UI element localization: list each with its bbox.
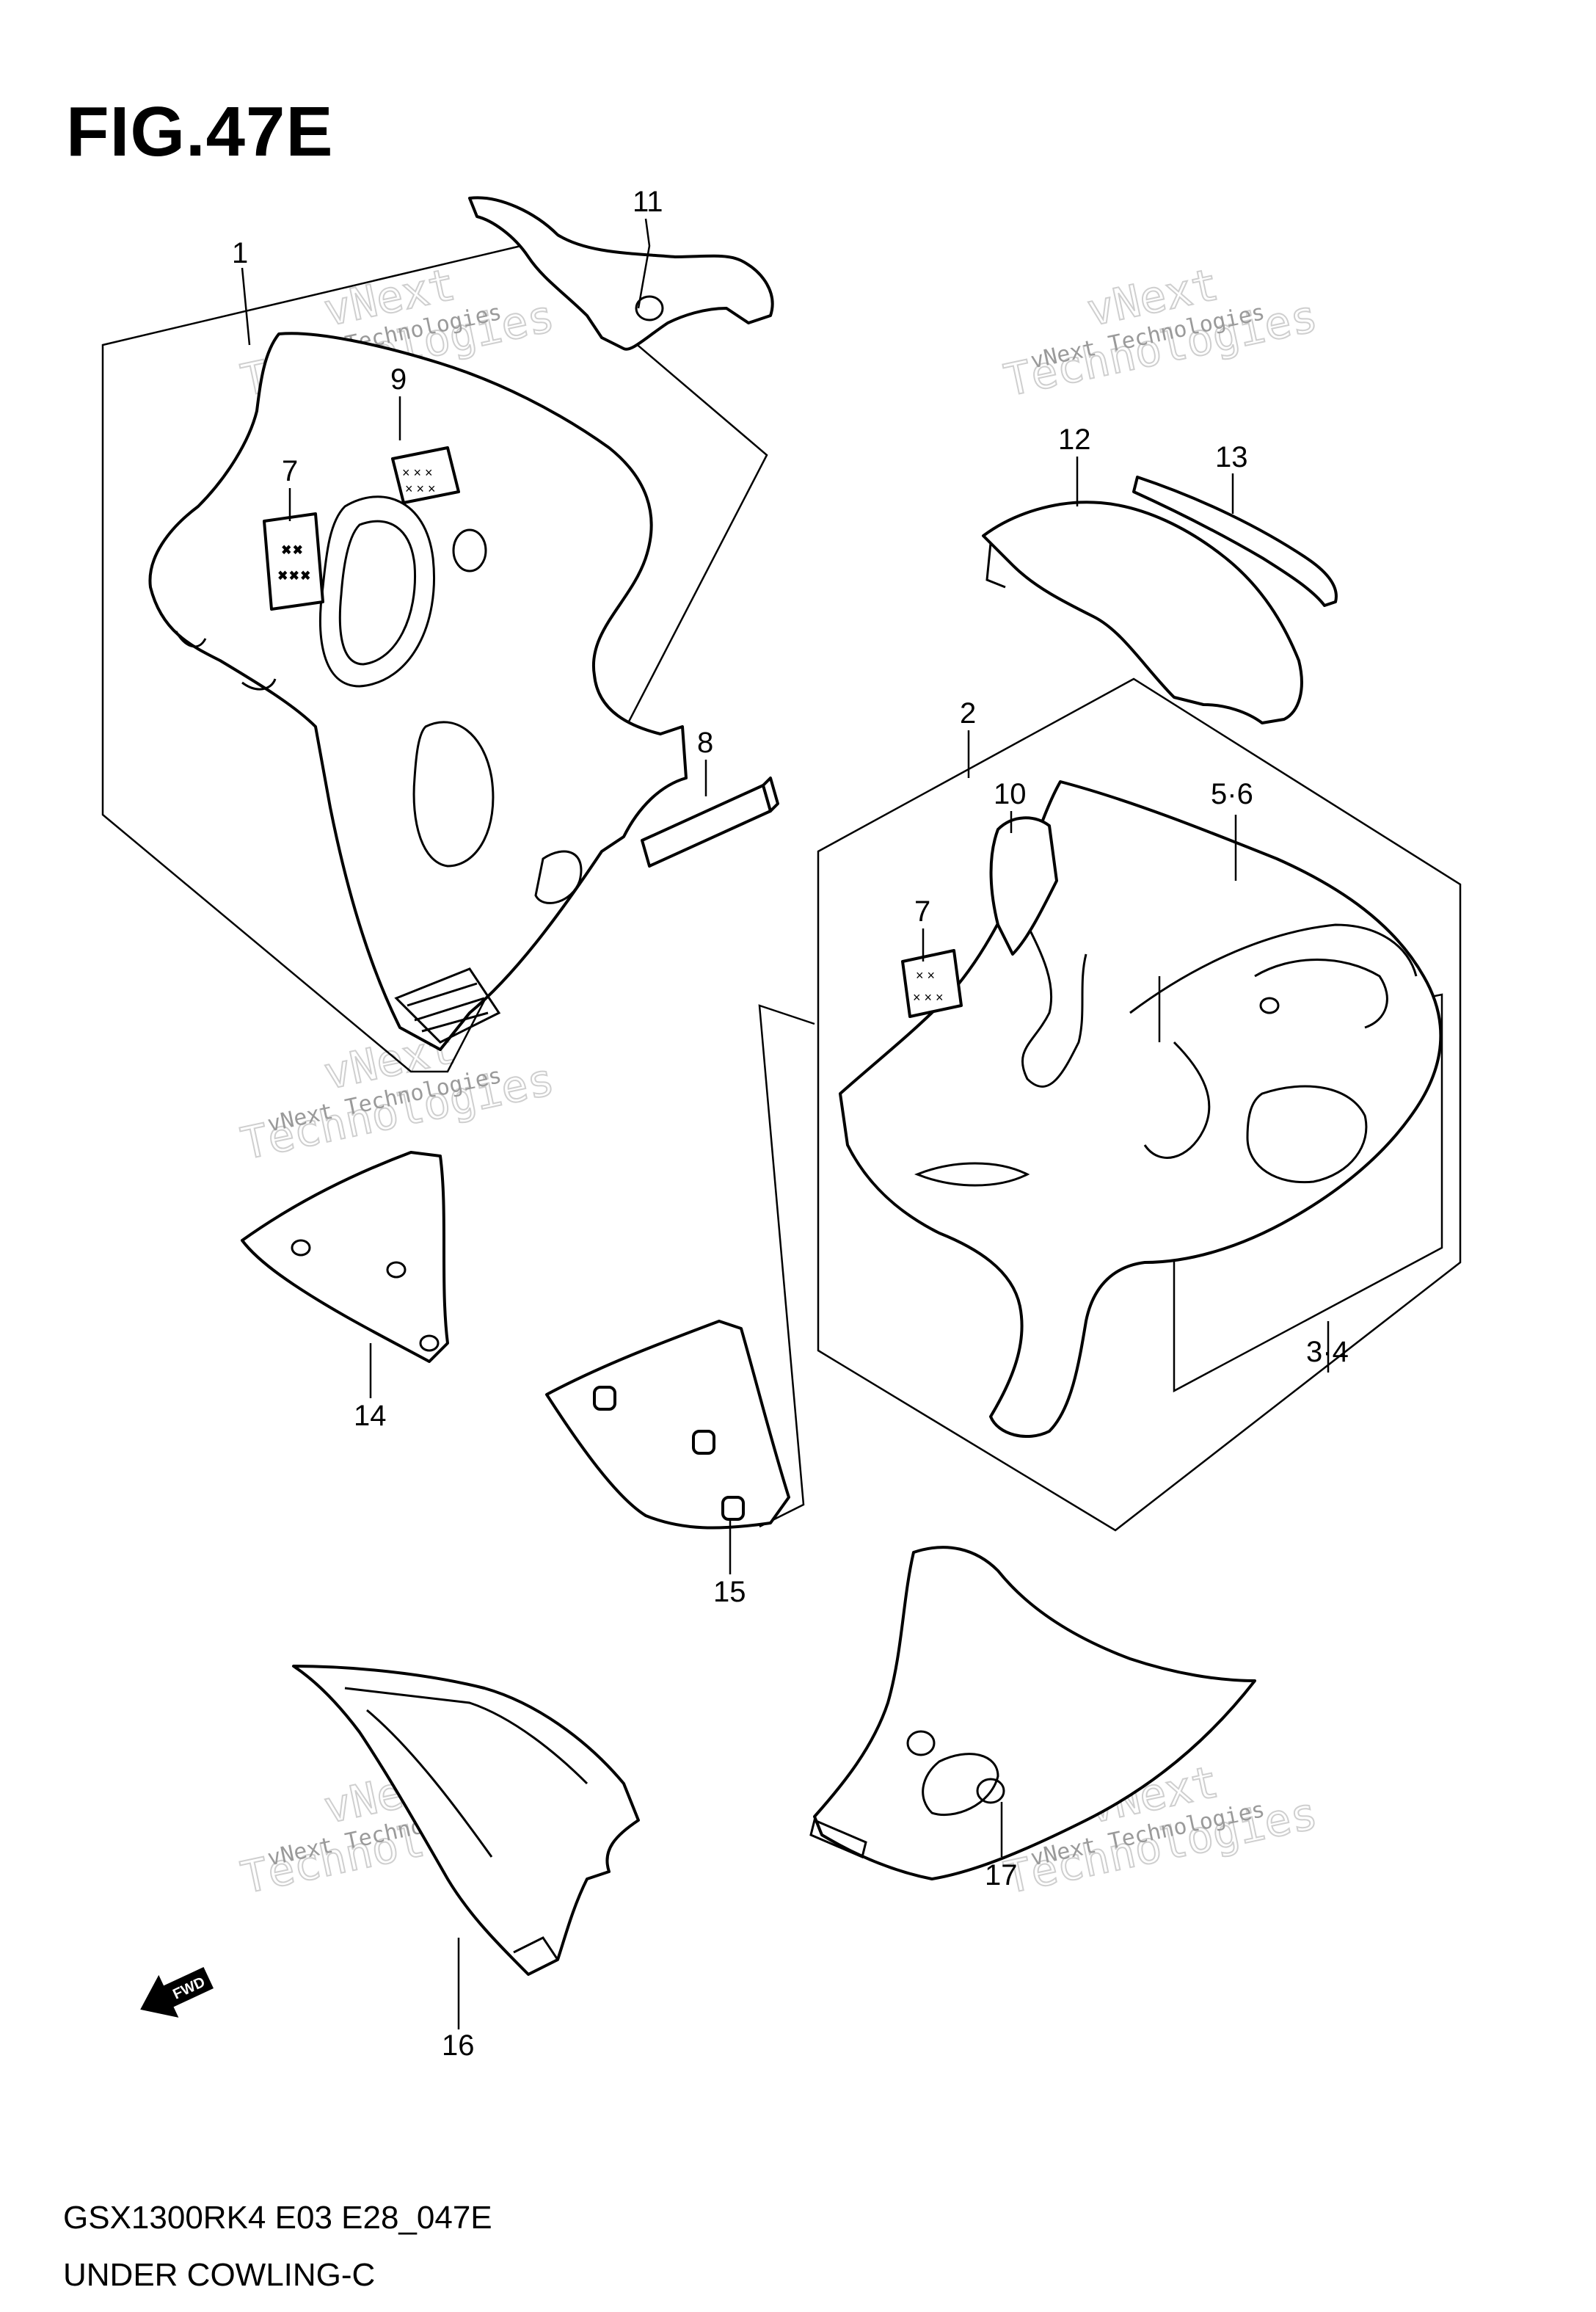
- figure-title: FIG.47E: [66, 92, 334, 171]
- part-16-lower-panel: [292, 1665, 640, 1976]
- watermark-2: vNext Technologies vNext Technologies: [999, 258, 1323, 408]
- svg-text:× × ×: × × ×: [279, 568, 310, 583]
- svg-text:× × ×: × × ×: [402, 465, 433, 480]
- section-title: UNDER COWLING-C: [63, 2257, 376, 2293]
- callout-13: 13: [1215, 441, 1248, 473]
- svg-text:× × ×: × × ×: [405, 481, 436, 496]
- model-code: GSX1300RK4 E03 E28_047E: [63, 2200, 492, 2236]
- svg-text:× ×: × ×: [916, 968, 935, 983]
- callout-15: 15: [713, 1576, 746, 1608]
- part-17-belly-pan: [809, 1546, 1256, 1880]
- callout-12: 12: [1058, 423, 1091, 456]
- watermark-3: vNext Technologies vNext Technologies: [236, 1022, 560, 1171]
- callout-9: 9: [390, 363, 407, 396]
- callout-17: 17: [985, 1859, 1018, 1891]
- callout-56: 5·6: [1211, 778, 1253, 810]
- fwd-arrow-icon: FWD: [140, 1967, 214, 2018]
- part-11-bracket: [468, 196, 774, 351]
- callout-16: 16: [442, 2029, 475, 2062]
- callout-11: 11: [633, 186, 663, 218]
- part-1-under-cowling-left: [148, 332, 688, 1051]
- decal-7-left: × × × × ×: [263, 512, 324, 611]
- assembly-box-2: [817, 677, 1462, 1532]
- callout-8: 8: [697, 727, 713, 759]
- decal-9: × × × × × ×: [391, 446, 460, 504]
- part-10-piece: [989, 816, 1058, 956]
- callout-34: 3·4: [1306, 1336, 1349, 1368]
- callouts: 1 11 9 7 8 2 10 5·6 12 13 7 14 15 16 17 …: [232, 186, 1349, 2062]
- callout-14: 14: [354, 1400, 387, 1432]
- decal-7-right: × × × × ×: [901, 949, 963, 1018]
- bracket-line-15: [758, 1004, 815, 1528]
- part-13-strip: [1132, 476, 1338, 607]
- svg-text:× × ×: × × ×: [913, 990, 944, 1005]
- leader-lines: [241, 218, 1330, 2029]
- callout-7b: 7: [914, 895, 930, 928]
- svg-text:× ×: × ×: [283, 542, 302, 557]
- callout-10: 10: [994, 778, 1027, 810]
- part-12-inner-panel: [982, 501, 1303, 724]
- callout-2: 2: [960, 697, 976, 730]
- callout-1: 1: [232, 237, 248, 269]
- part-14-panel: [241, 1151, 449, 1363]
- part-8-block: [641, 777, 779, 868]
- part-2-under-cowling-right: [839, 780, 1443, 1438]
- part-15-panel: [545, 1320, 790, 1530]
- callout-7a: 7: [282, 455, 298, 487]
